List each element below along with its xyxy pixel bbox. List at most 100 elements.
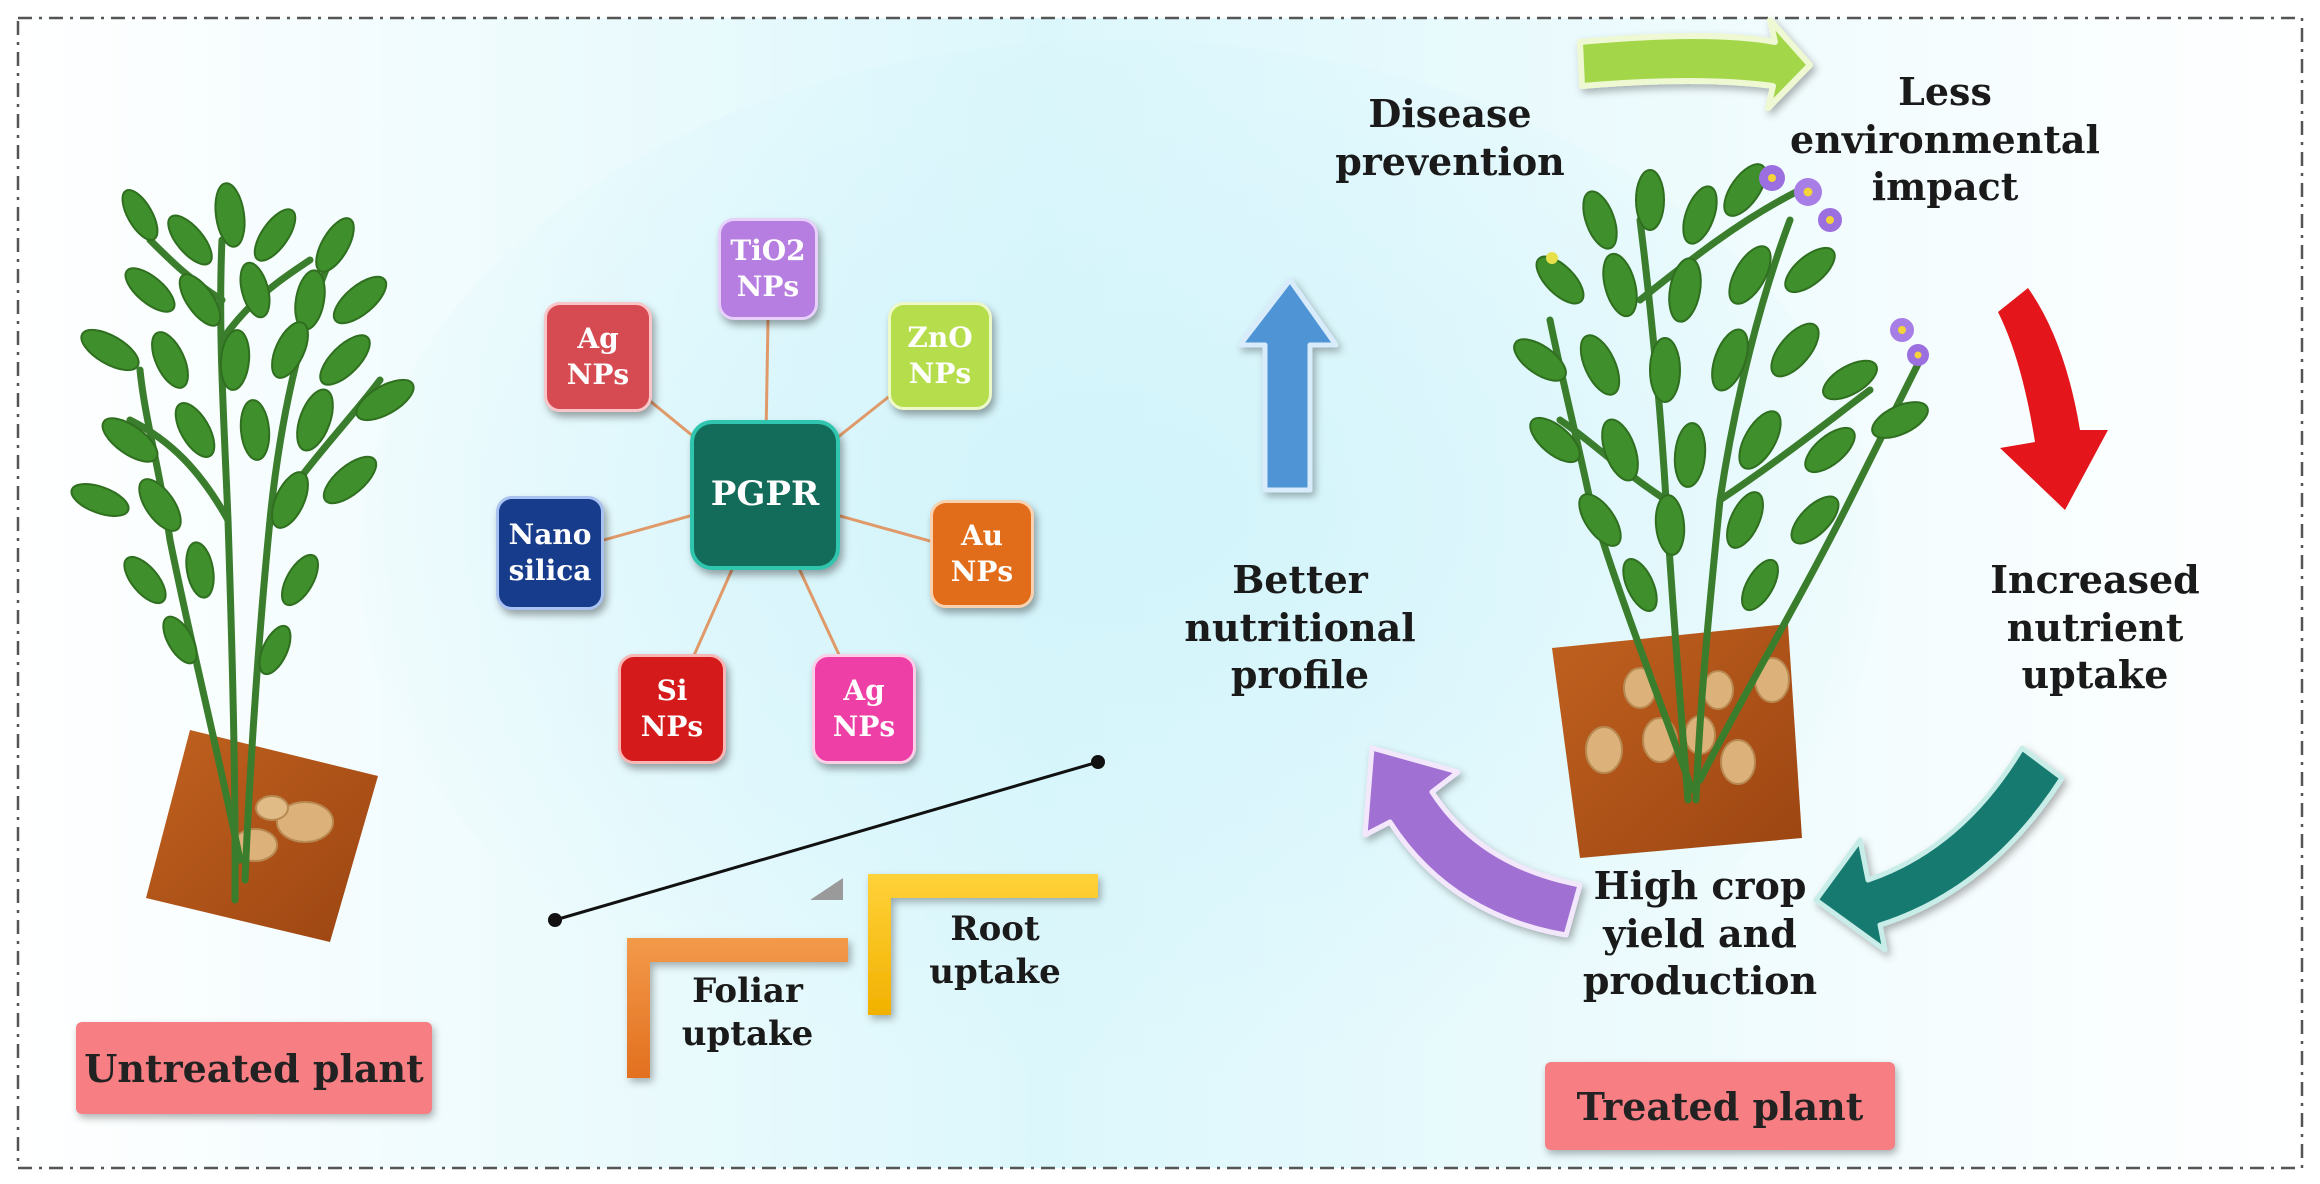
leaf-icon bbox=[1673, 422, 1707, 488]
foliar-uptake-label: Foliar uptake bbox=[681, 971, 814, 1054]
leaf-icon bbox=[1784, 246, 1836, 294]
leaf-icon bbox=[151, 331, 189, 389]
benefit-disease-prevention: Disease prevention bbox=[1335, 91, 1565, 184]
np-node-zno: ZnO NPs bbox=[888, 302, 992, 410]
arrow-bottom-left bbox=[1362, 745, 1583, 938]
leaf-icon bbox=[281, 553, 319, 607]
tuber-icon bbox=[1585, 726, 1623, 774]
np-node-label: Si bbox=[656, 674, 688, 708]
leaf-icon bbox=[322, 455, 378, 505]
leaf-icon bbox=[1649, 337, 1681, 403]
benefit-less-environmental-impact: Less environmental impact bbox=[1790, 69, 2100, 209]
leaf-icon bbox=[271, 471, 309, 529]
leaf-icon bbox=[101, 417, 159, 463]
leaf-icon bbox=[1770, 322, 1820, 378]
leaf-icon bbox=[1529, 416, 1581, 464]
foliar-uptake-bracket bbox=[627, 938, 848, 1078]
leaf-icon bbox=[319, 334, 371, 386]
tuber-icon bbox=[1702, 670, 1734, 710]
np-node-label: NPs bbox=[832, 710, 896, 743]
tuber-icon bbox=[1720, 739, 1756, 785]
np-node-label: NPs bbox=[736, 270, 800, 303]
uptake-indicator-triangle bbox=[810, 878, 843, 900]
tuber-icon bbox=[276, 801, 334, 843]
arrow-left bbox=[1237, 277, 1339, 493]
np-node-label: NPs bbox=[908, 357, 972, 390]
np-node-label: TiO2 bbox=[730, 234, 806, 268]
arrow-right bbox=[1998, 288, 2108, 510]
leaf-icon bbox=[121, 189, 159, 241]
leaf-icon bbox=[1738, 410, 1782, 470]
leaf-icon bbox=[178, 273, 222, 327]
leaf-icon bbox=[70, 483, 130, 517]
np-node-label: Nano bbox=[508, 518, 592, 552]
line-endpoint-dot bbox=[548, 913, 562, 927]
leaf-icon bbox=[167, 214, 213, 266]
dashed-frame bbox=[16, 16, 2304, 1170]
leaf-icon bbox=[239, 261, 271, 319]
leaf-icon bbox=[1711, 328, 1749, 392]
arrow-bottom-right bbox=[1813, 745, 2065, 953]
leaf-icon bbox=[258, 624, 292, 676]
leaf-icon bbox=[1579, 334, 1621, 396]
line-endpoint-dot bbox=[1091, 755, 1105, 769]
leaf-icon bbox=[124, 267, 176, 313]
benefit-increased-nutrient-uptake: Increased nutrient uptake bbox=[1990, 557, 2200, 697]
leaf-icon bbox=[1871, 401, 1929, 439]
leaf-icon bbox=[1723, 163, 1767, 217]
benefit-high-crop-yield: High crop yield and production bbox=[1582, 863, 1818, 1003]
np-node-label: NPs bbox=[950, 555, 1014, 588]
leaf-icon bbox=[239, 399, 271, 461]
leaf-icon bbox=[219, 329, 251, 391]
leaf-icon bbox=[296, 388, 334, 452]
arrow-top bbox=[1577, 17, 1813, 111]
np-node-au: Au NPs bbox=[930, 500, 1034, 608]
leaf-icon bbox=[1726, 491, 1764, 549]
np-node-label: Ag bbox=[843, 674, 885, 708]
leaf-icon bbox=[214, 182, 246, 248]
np-node-si: Si NPs bbox=[618, 654, 726, 764]
np-node-tio2: TiO2 NPs bbox=[718, 218, 818, 320]
np-node-label: NPs bbox=[566, 358, 630, 391]
np-node-label: Ag bbox=[577, 322, 619, 356]
leaf-icon bbox=[1790, 495, 1840, 545]
leaf-icon bbox=[1682, 185, 1718, 245]
leaf-icon bbox=[253, 208, 297, 262]
leaf-icon bbox=[174, 402, 216, 458]
leaf-icon bbox=[1535, 255, 1585, 305]
diagonal-connector-line bbox=[554, 760, 1099, 922]
root-uptake-bracket bbox=[868, 874, 1098, 1015]
np-node-label: silica bbox=[508, 554, 592, 587]
leaf-icon bbox=[1668, 257, 1702, 323]
pgpr-hub-label: PGPR bbox=[710, 474, 820, 515]
leaf-icon bbox=[315, 217, 355, 273]
leaf-icon bbox=[123, 555, 167, 605]
leaf-icon bbox=[80, 328, 140, 372]
leaf-icon bbox=[355, 378, 415, 422]
leaf-icon bbox=[1728, 245, 1772, 305]
untreated-plant-illustration bbox=[70, 182, 415, 942]
untreated-plant-label: Untreated plant bbox=[76, 1022, 432, 1114]
root-uptake-label: Root uptake bbox=[929, 909, 1061, 992]
benefit-cycle-arrows bbox=[1237, 17, 2108, 953]
leaf-icon bbox=[185, 541, 215, 599]
benefit-better-nutritional-profile: Better nutritional profile bbox=[1184, 557, 1416, 697]
leaf-icon bbox=[162, 615, 198, 665]
leaf-icon bbox=[1741, 558, 1779, 612]
leaf-icon bbox=[138, 478, 182, 532]
tuber-icon bbox=[255, 795, 289, 821]
leaf-icon bbox=[1822, 359, 1878, 401]
treated-plant-label: Treated plant bbox=[1545, 1062, 1895, 1150]
np-node-ag-pink: Ag NPs bbox=[812, 654, 916, 764]
np-node-label: Au bbox=[960, 519, 1004, 553]
flower-bud-icon bbox=[1546, 252, 1558, 264]
leaf-icon bbox=[1602, 252, 1638, 318]
np-node-label: NPs bbox=[640, 710, 704, 743]
leaf-icon bbox=[1601, 418, 1639, 482]
leaf-icon bbox=[1654, 494, 1686, 556]
leaf-icon bbox=[1582, 190, 1618, 250]
leaf-icon bbox=[1578, 493, 1622, 547]
np-node-label: ZnO bbox=[907, 321, 973, 355]
